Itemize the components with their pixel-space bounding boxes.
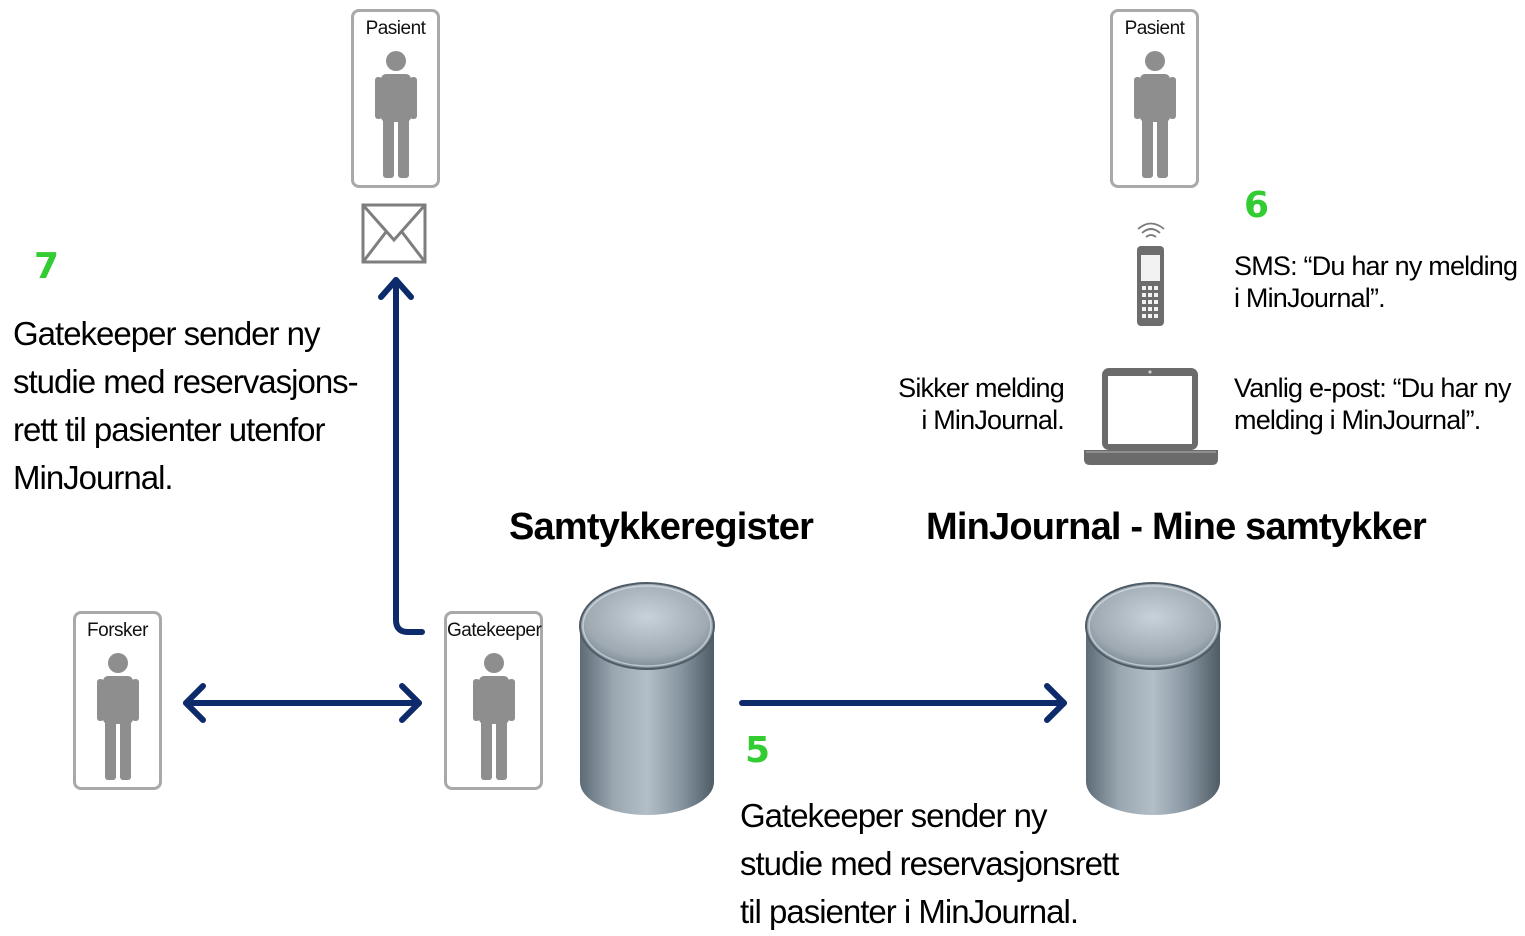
researcher-card: Forsker: [73, 611, 162, 790]
patient-card-right: Pasient: [1110, 9, 1199, 188]
person-icon: [1133, 51, 1176, 178]
step-6-sms-text: SMS: “Du har ny melding i MinJournal”.: [1234, 251, 1518, 313]
step-6-number: 6: [1244, 185, 1270, 226]
step-6-secure-message-text: Sikker melding i MinJournal.: [898, 373, 1065, 435]
researcher-label: Forsker: [87, 620, 148, 641]
step-6-email-text: Vanlig e-post: “Du har ny melding i MinJ…: [1234, 373, 1511, 435]
patient-card-left: Pasient: [351, 9, 440, 188]
gatekeeper-to-letter-arrow: [378, 277, 425, 635]
researcher-gatekeeper-arrow: [183, 683, 422, 723]
consent-registry-heading: Samtykkeregister: [509, 506, 814, 548]
step-7-text: Gatekeeper sender ny studie med reservas…: [13, 315, 359, 496]
person-icon: [472, 653, 515, 780]
person-icon: [374, 51, 417, 178]
gatekeeper-label: Gatekeeper: [447, 620, 542, 641]
mobile-phone-icon: [1137, 222, 1165, 326]
minjournal-database-icon: [1085, 582, 1221, 815]
patient-right-label: Pasient: [1124, 18, 1185, 39]
patient-left-label: Pasient: [365, 18, 426, 39]
step-7-number: 7: [34, 246, 60, 287]
laptop-icon: [1084, 368, 1218, 465]
person-icon: [96, 653, 139, 780]
minjournal-heading: MinJournal - Mine samtykker: [926, 506, 1427, 548]
gatekeeper-card: Gatekeeper: [444, 611, 543, 790]
registry-to-minjournal-arrow: [739, 683, 1067, 723]
step-5-text: Gatekeeper sender ny studie med reservas…: [740, 797, 1119, 930]
step-5-number: 5: [745, 730, 771, 771]
consent-registry-database-icon: [579, 582, 715, 815]
envelope-icon: [361, 203, 427, 264]
